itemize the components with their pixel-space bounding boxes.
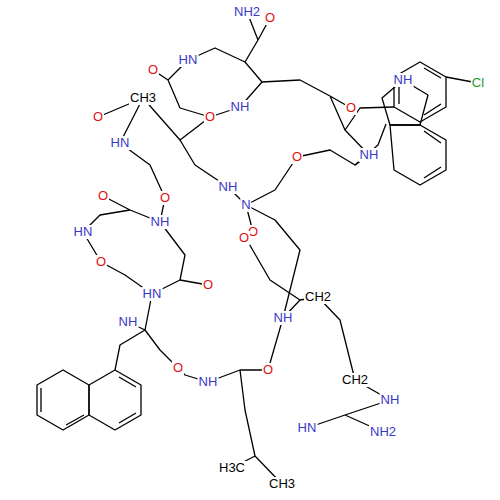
backbone-bonds [153, 12, 270, 117]
indole-benzene-ring [390, 125, 446, 185]
atom-label: O [262, 363, 274, 377]
atom-label: N [240, 198, 251, 212]
atom-label: Cl [471, 76, 485, 90]
atom-label: O [264, 11, 276, 25]
atom-label: O [345, 101, 357, 115]
backbone-bonds [180, 140, 300, 318]
atom-label: H3C [218, 461, 246, 475]
chlorophenyl-ring [394, 62, 446, 122]
atom-label: O [159, 191, 171, 205]
atom-label: O [202, 278, 214, 292]
backbone-bonds [145, 222, 283, 382]
atom-label: HN [297, 421, 318, 435]
atom-label: NH [359, 148, 380, 162]
atom-label: O [172, 361, 184, 375]
atom-label: CH3 [268, 477, 296, 491]
atom-label: O [147, 63, 159, 77]
atom-label: O [204, 110, 216, 124]
atom-label: NH [393, 73, 414, 87]
atom-label: NH2 [233, 5, 261, 19]
atom-label: NH [118, 315, 139, 329]
atom-label: O [95, 255, 107, 269]
naphthalene-ring [37, 370, 89, 430]
benzyl-bonds [115, 322, 145, 370]
atom-label: O [238, 231, 250, 245]
atom-label: O [97, 189, 109, 203]
atom-label: NH [273, 311, 294, 325]
atom-label: NH [218, 180, 239, 194]
atom-label: NH [150, 215, 171, 229]
sidechain-bonds [232, 297, 390, 484]
indole-bonds [355, 124, 441, 178]
backbone-bonds [245, 62, 369, 165]
atom-label: NH [198, 375, 219, 389]
aromatic-bonds [41, 377, 136, 425]
atom-label: HN [178, 53, 199, 67]
backbone-bonds [244, 235, 300, 300]
atom-label: O [92, 110, 104, 124]
atom-label: NH [380, 393, 401, 407]
backbone-bonds [83, 196, 208, 294]
atom-label: HN [73, 225, 94, 239]
atom-label: CH2 [304, 290, 332, 304]
atom-label: HN [110, 136, 131, 150]
atom-label: HN [142, 287, 163, 301]
atom-label: NH [230, 100, 251, 114]
atom-label: NH2 [369, 425, 397, 439]
atom-label: O [291, 150, 303, 164]
naphthalene-ring [89, 370, 141, 430]
atom-label: CH3 [129, 91, 157, 105]
atom-label: CH2 [341, 373, 369, 387]
